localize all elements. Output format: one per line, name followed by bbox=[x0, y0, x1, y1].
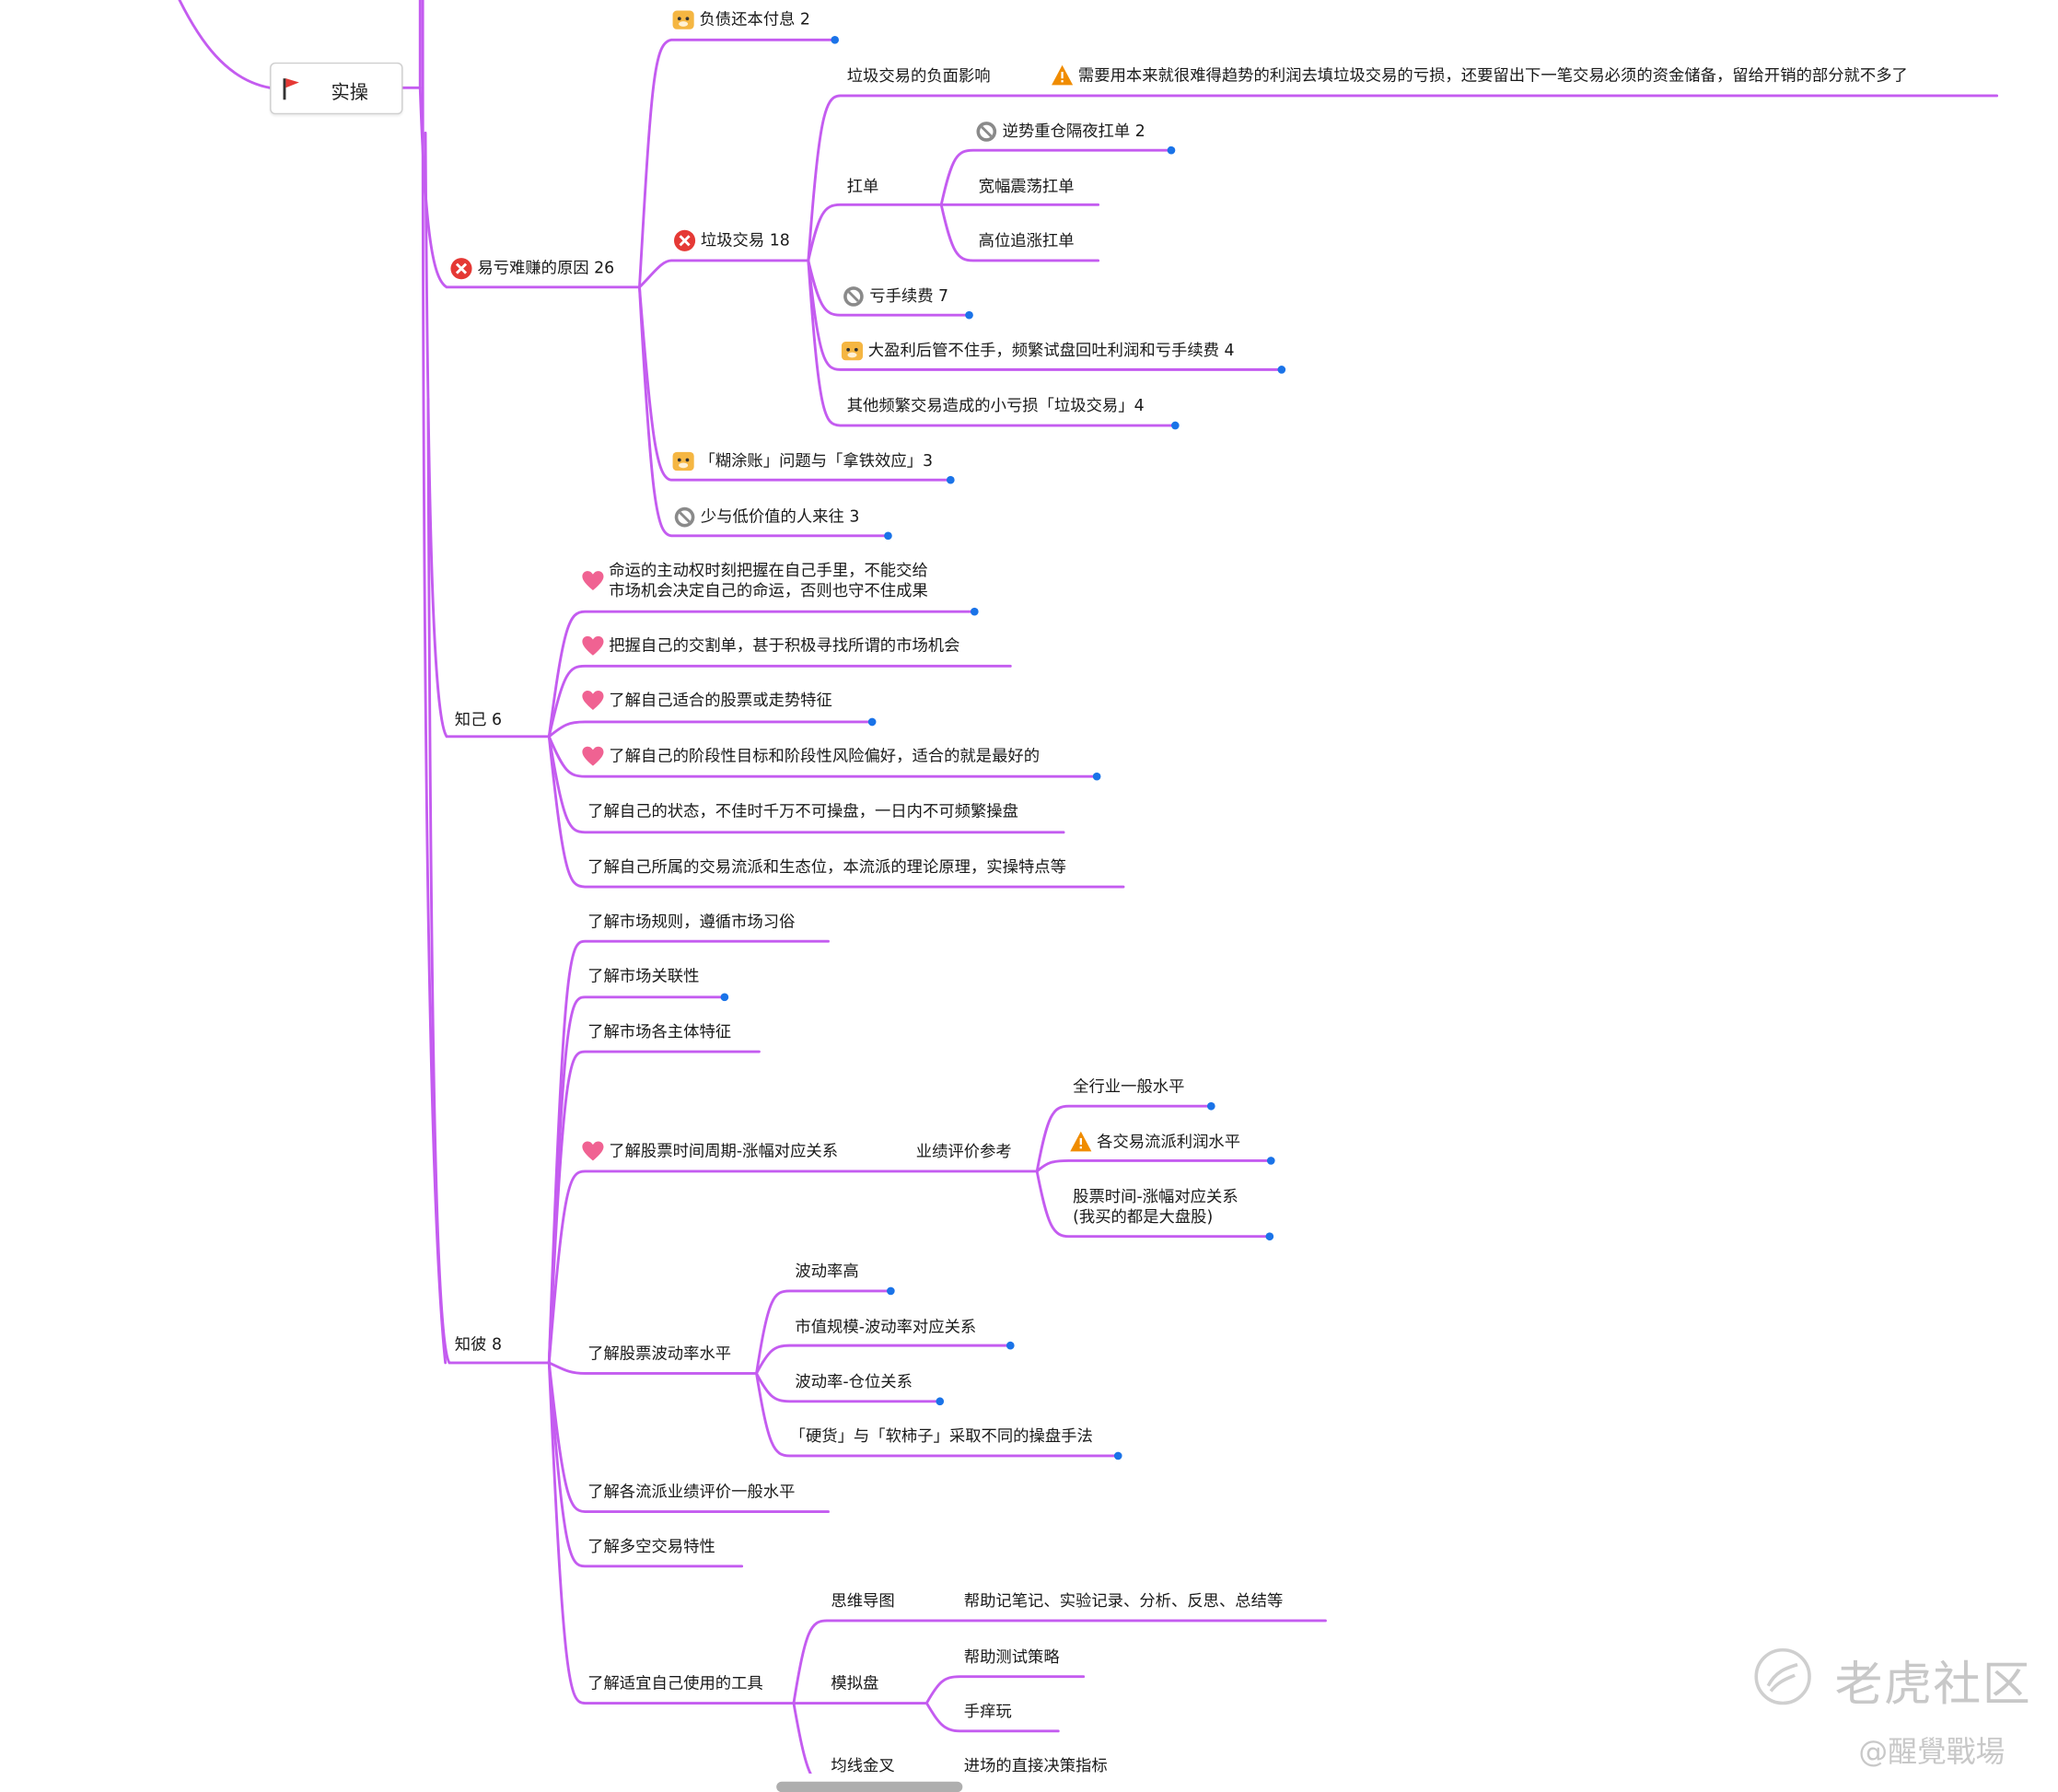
heart-icon bbox=[581, 1139, 605, 1163]
node-hutu[interactable]: 「糊涂账」问题与「拿铁效应」3 bbox=[671, 449, 933, 473]
node-shaoyu[interactable]: 少与低价值的人来往 3 bbox=[673, 506, 860, 529]
node-laji-warning[interactable]: 需要用本来就很难得趋势的利润去填垃圾交易的亏损，还要留出下一笔交易必须的资金储备… bbox=[1051, 64, 1908, 87]
node-yeji[interactable]: 业绩评价参考 bbox=[915, 1142, 1012, 1161]
root-label: 实操 bbox=[331, 82, 368, 104]
shiba-dog-icon bbox=[671, 8, 695, 32]
node-label: 需要用本来就很难得趋势的利润去填垃圾交易的亏损，还要留出下一笔交易必须的资金储备… bbox=[1077, 65, 1908, 85]
shiba-dog-icon bbox=[840, 339, 864, 363]
node-kuanfu[interactable]: 宽幅震荡扛单 bbox=[978, 177, 1075, 196]
node-zhuti[interactable]: 了解市场各主体特征 bbox=[587, 1022, 732, 1041]
node-zhibi[interactable]: 知彼 8 bbox=[454, 1334, 502, 1354]
node-shihe[interactable]: 了解自己适合的股票或走势特征 bbox=[581, 689, 832, 713]
node-celue[interactable]: 帮助测试策略 bbox=[963, 1647, 1060, 1667]
node-mingyun[interactable]: 命运的主动权时刻把握在自己手里，不能交给市场机会决定自己的命运，否则也守不住成果 bbox=[581, 561, 928, 600]
node-gongju[interactable]: 了解适宜自己使用的工具 bbox=[587, 1673, 763, 1693]
node-zhiji[interactable]: 知己 6 bbox=[454, 709, 502, 729]
node-label: 「糊涂账」问题与「拿铁效应」3 bbox=[699, 451, 934, 471]
horizontal-scrollbar[interactable] bbox=[776, 1781, 963, 1792]
node-bawo[interactable]: 把握自己的交割单，甚于积极寻找所谓的市场机会 bbox=[581, 634, 960, 658]
node-gejiaoyi[interactable]: 各交易流派利润水平 bbox=[1069, 1130, 1240, 1154]
node-label: 了解自己适合的股票或走势特征 bbox=[609, 691, 832, 710]
heart-icon bbox=[581, 689, 605, 713]
node-label: 负债还本付息 2 bbox=[699, 9, 810, 29]
prohibited-icon bbox=[673, 506, 697, 529]
root-node[interactable]: 实操 bbox=[270, 62, 403, 115]
node-guize[interactable]: 了解市场规则，遵循市场习俗 bbox=[587, 912, 796, 931]
node-label: 了解自己的阶段性目标和阶段性风险偏好，适合的就是最好的 bbox=[609, 746, 1041, 765]
node-zhuangtai[interactable]: 了解自己的状态，不佳时千万不可操盘，一日内不可频繁操盘 bbox=[587, 801, 1018, 820]
node-gupiao[interactable]: 股票时间-涨幅对应关系 (我买的都是大盘股) bbox=[1073, 1187, 1238, 1227]
node-bangzhu[interactable]: 帮助记笔记、实验记录、分析、反思、总结等 bbox=[963, 1591, 1284, 1611]
node-zhouqi[interactable]: 了解股票时间周期-涨幅对应关系 bbox=[581, 1139, 838, 1163]
node-label: 把握自己的交割单，甚于积极寻找所谓的市场机会 bbox=[609, 635, 960, 656]
heart-icon bbox=[581, 634, 605, 658]
node-shizhi[interactable]: 市值规模-波动率对应关系 bbox=[795, 1317, 977, 1337]
node-moni[interactable]: 模拟盘 bbox=[831, 1673, 879, 1693]
prohibited-icon bbox=[974, 120, 998, 144]
node-label: 垃圾交易 18 bbox=[700, 230, 790, 250]
node-nishi[interactable]: 逆势重仓隔夜扛单 2 bbox=[974, 120, 1145, 144]
node-label: 各交易流派利润水平 bbox=[1097, 1132, 1241, 1151]
flag-icon bbox=[281, 77, 302, 107]
error-icon bbox=[673, 228, 697, 252]
node-label-line: 股票时间-涨幅对应关系 bbox=[1073, 1187, 1238, 1206]
node-laji-fumian[interactable]: 垃圾交易的负面影响 bbox=[846, 66, 991, 86]
warning-icon bbox=[1069, 1130, 1093, 1154]
watermark-brand: 老虎社区 bbox=[1834, 1658, 2032, 1713]
node-duokong[interactable]: 了解多空交易特性 bbox=[587, 1537, 715, 1556]
node-label: 易亏难赚的原因 26 bbox=[477, 258, 615, 278]
node-dayingli[interactable]: 大盈利后管不住手，频繁试盘回吐利润和亏手续费 4 bbox=[840, 339, 1235, 363]
node-qita[interactable]: 其他频繁交易造成的小亏损「垃圾交易」4 bbox=[846, 396, 1145, 415]
node-kangdan[interactable]: 扛单 bbox=[846, 177, 879, 196]
node-label-line: 命运的主动权时刻把握在自己手里，不能交给 bbox=[609, 561, 928, 580]
node-gaowei[interactable]: 高位追涨扛单 bbox=[978, 231, 1075, 250]
node-junxian[interactable]: 均线金叉 bbox=[831, 1756, 895, 1775]
node-bodong[interactable]: 了解股票波动率水平 bbox=[587, 1344, 732, 1363]
node-kuishou[interactable]: 亏手续费 7 bbox=[842, 285, 948, 308]
node-label: 少与低价值的人来往 3 bbox=[700, 506, 860, 527]
node-label: 了解股票时间周期-涨幅对应关系 bbox=[609, 1141, 839, 1160]
node-fuzhai[interactable]: 负债还本付息 2 bbox=[671, 8, 810, 32]
warning-icon bbox=[1051, 64, 1075, 87]
watermark-author: @醒覺戰場 bbox=[1858, 1736, 2006, 1770]
node-yinghuo[interactable]: 「硬货」与「软柿子」采取不同的操盘手法 bbox=[789, 1426, 1093, 1446]
node-jieduan[interactable]: 了解自己的阶段性目标和阶段性风险偏好，适合的就是最好的 bbox=[581, 745, 1040, 769]
prohibited-icon bbox=[842, 285, 866, 308]
error-icon bbox=[449, 257, 473, 281]
node-label-line: (我买的都是大盘股) bbox=[1073, 1206, 1214, 1227]
node-geliupai[interactable]: 了解各流派业绩评价一般水平 bbox=[587, 1482, 796, 1502]
node-label: 亏手续费 7 bbox=[869, 286, 949, 306]
node-laji[interactable]: 垃圾交易 18 bbox=[673, 228, 790, 252]
expand-dots bbox=[720, 35, 1286, 1460]
node-guanlian[interactable]: 了解市场关联性 bbox=[587, 966, 700, 985]
node-label: 命运的主动权时刻把握在自己手里，不能交给市场机会决定自己的命运，否则也守不住成果 bbox=[609, 561, 928, 600]
heart-icon bbox=[581, 569, 605, 593]
node-siwei[interactable]: 思维导图 bbox=[831, 1591, 895, 1611]
tiger-logo-icon bbox=[1752, 1646, 1813, 1712]
node-label: 逆势重仓隔夜扛单 2 bbox=[1002, 122, 1145, 141]
shiba-dog-icon bbox=[671, 449, 695, 473]
node-yikui[interactable]: 易亏难赚的原因 26 bbox=[449, 257, 614, 281]
node-bodonggao[interactable]: 波动率高 bbox=[795, 1262, 859, 1281]
node-liupai[interactable]: 了解自己所属的交易流派和生态位，本流派的理论原理，实操特点等 bbox=[587, 857, 1066, 877]
node-cangwei[interactable]: 波动率-仓位关系 bbox=[795, 1372, 913, 1391]
node-shouyang[interactable]: 手痒玩 bbox=[963, 1702, 1012, 1721]
heart-icon bbox=[581, 745, 605, 769]
node-label: 大盈利后管不住手，频繁试盘回吐利润和亏手续费 4 bbox=[867, 341, 1235, 360]
node-label-line: 市场机会决定自己的命运，否则也守不住成果 bbox=[609, 580, 928, 600]
node-quanhangye[interactable]: 全行业一般水平 bbox=[1073, 1076, 1185, 1096]
node-jinchang[interactable]: 进场的直接决策指标 bbox=[963, 1756, 1108, 1775]
